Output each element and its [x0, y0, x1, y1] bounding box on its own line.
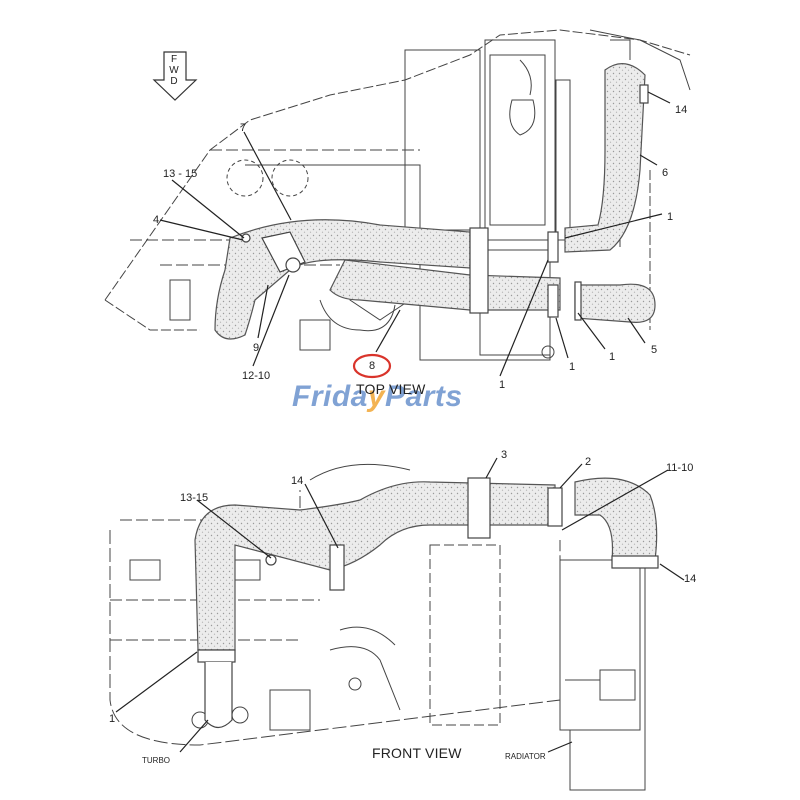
hose-8: [329, 259, 561, 311]
hose-front-main: [194, 481, 556, 651]
watermark-logo: FridayParts: [292, 380, 463, 414]
callout-12-10: 12-10: [242, 370, 271, 382]
front-view-drawing: [109, 463, 646, 791]
front-view-title: FRONT VIEW: [372, 745, 462, 761]
callout-5: 5: [651, 344, 658, 356]
top-view-clamps: [241, 84, 649, 321]
callout-8-highlighted: 8: [369, 360, 376, 372]
highlight-circle-8: [352, 353, 392, 379]
callout-11-10: 11-10: [666, 462, 694, 474]
fwd-letter-d: D: [170, 76, 178, 87]
callout-9: 9: [253, 342, 260, 354]
callout-4: 4: [153, 214, 160, 226]
fwd-letter-w: W: [169, 65, 179, 76]
front-view-clamps: [197, 477, 659, 729]
callout-13-15-top: 13 - 15: [163, 168, 198, 180]
callout-6: 6: [662, 167, 669, 179]
top-view-leaders: [159, 91, 671, 377]
callout-1-d: 1: [499, 379, 506, 391]
callout-1-front: 1: [109, 713, 116, 725]
callout-1-a: 1: [667, 211, 674, 223]
watermark-check-accent: y: [367, 380, 386, 413]
callout-13-15-front: 13-15: [180, 492, 209, 504]
callout-1-c: 1: [569, 361, 576, 373]
watermark-text-left: Frida: [292, 380, 368, 413]
callout-3: 3: [501, 449, 508, 461]
fwd-letter-f: F: [170, 54, 178, 65]
callout-2: 2: [585, 456, 592, 468]
callout-14-front-a: 14: [291, 475, 304, 487]
callout-7: 7: [240, 122, 247, 134]
callout-14-top: 14: [675, 104, 688, 116]
front-view-hoses: [194, 477, 658, 651]
label-turbo: TURBO: [142, 756, 170, 765]
label-radiator: RADIATOR: [505, 752, 546, 761]
hose-6: [564, 63, 646, 253]
watermark-text-right: Parts: [385, 380, 463, 413]
front-view-leaders: [115, 457, 685, 753]
callout-14-front-b: 14: [684, 573, 697, 585]
top-view-title: TOP VIEW: [356, 381, 426, 397]
forward-direction-arrow-icon: [152, 51, 198, 101]
callout-1-b: 1: [609, 351, 616, 363]
hose-front-elbow: [574, 477, 658, 561]
hose-5: [574, 283, 656, 323]
forward-direction-letters: F W D: [166, 54, 182, 87]
